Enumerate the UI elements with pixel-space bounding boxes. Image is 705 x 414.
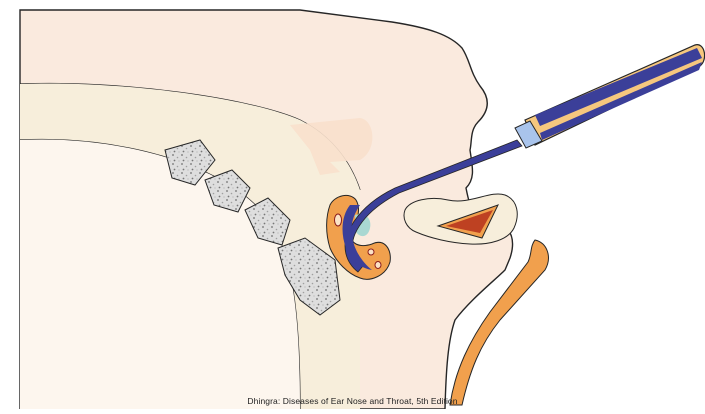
- adenoid-lymph-1: [335, 214, 342, 226]
- adenoid-lymph-2: [368, 249, 374, 255]
- adenoid-lymph-3: [375, 262, 381, 269]
- figure-caption: Dhingra: Diseases of Ear Nose and Throat…: [0, 396, 705, 406]
